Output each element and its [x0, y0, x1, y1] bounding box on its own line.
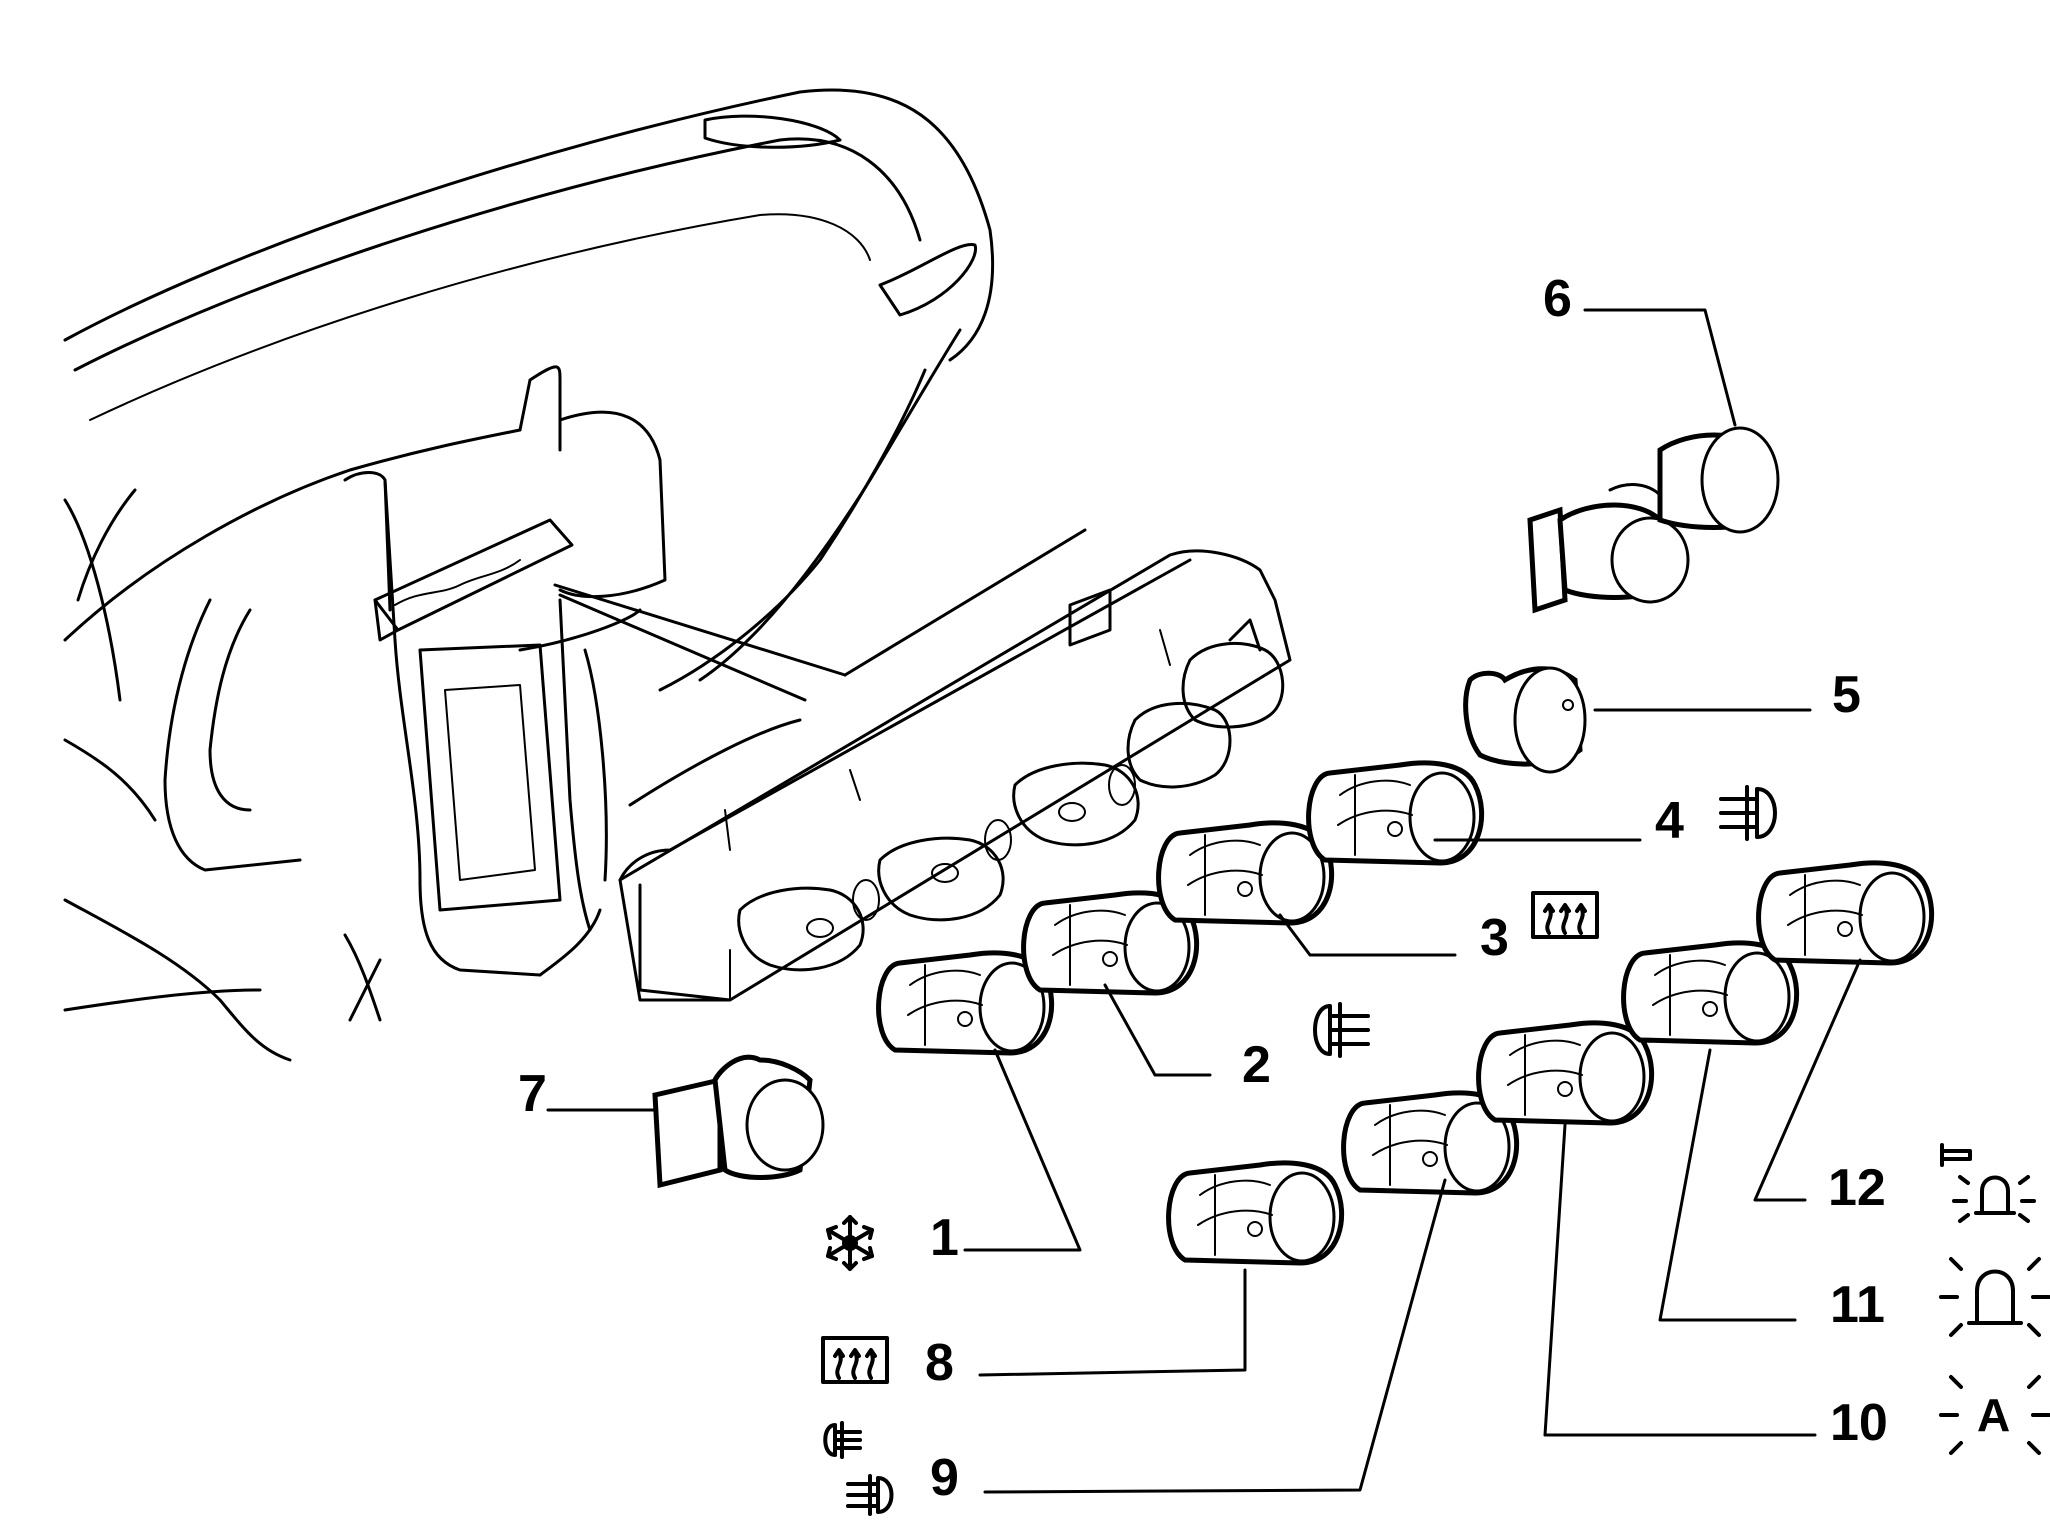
callout-8: 8 [925, 1334, 954, 1392]
callout-4: 4 [1655, 792, 1684, 850]
automatic-hazard-warning-icon: A [1939, 1375, 2050, 1455]
air-conditioning-snowflake-icon [826, 1215, 874, 1271]
part-5-blank-cover [1463, 666, 1587, 774]
part-7-single-switch [652, 1055, 825, 1189]
switch-4 [1309, 763, 1482, 863]
switch-3 [1159, 823, 1332, 923]
front-fog-light-icon [1719, 785, 1777, 841]
dashboard-drawing [63, 88, 1087, 1062]
callout-5: 5 [1832, 666, 1861, 724]
switch-12 [1759, 863, 1932, 963]
callout-9: 9 [930, 1449, 959, 1507]
rotating-beacon-icon [1939, 1257, 2050, 1337]
callout-3: 3 [1480, 909, 1509, 967]
callout-11: 11 [1830, 1276, 1885, 1334]
rear-fog-light-icon [1313, 1002, 1370, 1058]
front-and-rear-fog-light-icon [823, 1421, 894, 1516]
callout-6: 6 [1543, 270, 1572, 328]
auto-hazard-letter: A [1977, 1389, 2010, 1441]
callout-12: 12 [1828, 1159, 1886, 1217]
switch-10 [1479, 1023, 1652, 1123]
cab-beacon-icon [1940, 1143, 2036, 1223]
callout-10: 10 [1830, 1394, 1888, 1452]
callout-labels: 1 2 3 4 5 6 7 8 9 10 11 12 [518, 270, 1888, 1507]
part-6-double-switch [1527, 426, 1780, 614]
callout-1: 1 [930, 1209, 959, 1267]
switch-cluster-housing [618, 549, 1292, 1002]
callout-2: 2 [1242, 1036, 1271, 1094]
callout-7: 7 [518, 1065, 547, 1123]
rear-window-defrost-icon [1531, 891, 1599, 939]
switch-8 [1169, 1163, 1342, 1263]
leader-lines [546, 308, 1862, 1494]
rear-window-defrost-icon [821, 1336, 889, 1384]
